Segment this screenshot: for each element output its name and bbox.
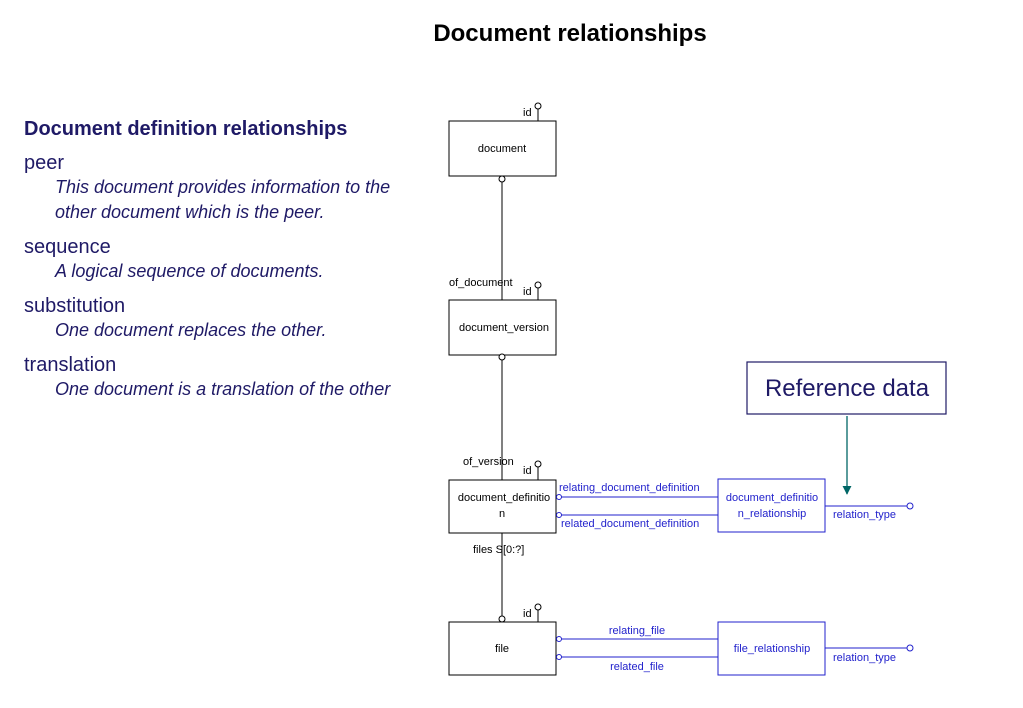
desc-peer: This document provides information to th… [55, 177, 391, 222]
svg-text:document_version: document_version [459, 322, 549, 334]
svg-text:document_definitio: document_definitio [726, 492, 818, 504]
entity-document-definition-relationship: document_definitio n_relationship [717, 478, 826, 533]
page-title: Document relationships [433, 20, 707, 47]
svg-text:file_relationship: file_relationship [734, 643, 810, 655]
id-stubs [534, 102, 542, 622]
term-translation: translation [24, 354, 117, 376]
label-id-document-version: id [523, 286, 532, 298]
svg-text:document: document [478, 143, 526, 155]
definitions-heading: Document definition relationships [24, 118, 348, 140]
term-peer: peer [24, 152, 65, 174]
term-sequence: sequence [24, 236, 111, 258]
entity-document: document [448, 120, 557, 177]
label-files: files S[0:?] [473, 544, 524, 556]
label-id-document-definition: id [523, 465, 532, 477]
svg-text:document_definitio: document_definitio [458, 492, 550, 504]
desc-sequence: A logical sequence of documents. [55, 261, 324, 281]
entity-file-relationship: file_relationship [717, 621, 826, 676]
label-relation-type-file: relation_type [833, 652, 896, 664]
desc-substitution: One document replaces the other. [55, 320, 327, 340]
reference-data-callout: Reference data [746, 361, 947, 495]
entity-document-version: document_version [448, 299, 557, 356]
definitions-panel: Document definition relationships peer T… [24, 118, 424, 402]
label-related-file: related_file [610, 661, 664, 673]
entity-document-definition: document_definitio n [448, 479, 557, 534]
svg-text:file: file [495, 643, 509, 655]
label-relating-file: relating_file [609, 625, 665, 637]
reference-data-label: Reference data [765, 375, 930, 402]
label-relating-document-definition: relating_document_definition [559, 482, 700, 494]
label-id-document: id [523, 107, 532, 119]
relationship-circles [498, 175, 506, 623]
svg-text:n_relationship: n_relationship [738, 508, 807, 520]
label-related-document-definition: related_document_definition [561, 518, 699, 530]
svg-text:n: n [499, 508, 505, 520]
entity-file: file [448, 621, 557, 676]
label-of-version: of_version [463, 456, 514, 468]
term-substitution: substitution [24, 295, 126, 317]
blue-connectors [556, 494, 914, 660]
desc-translation: One document is a translation of the oth… [55, 379, 391, 399]
label-of-document: of_document [449, 277, 513, 289]
label-relation-type-ddr: relation_type [833, 509, 896, 521]
label-id-file: id [523, 608, 532, 620]
